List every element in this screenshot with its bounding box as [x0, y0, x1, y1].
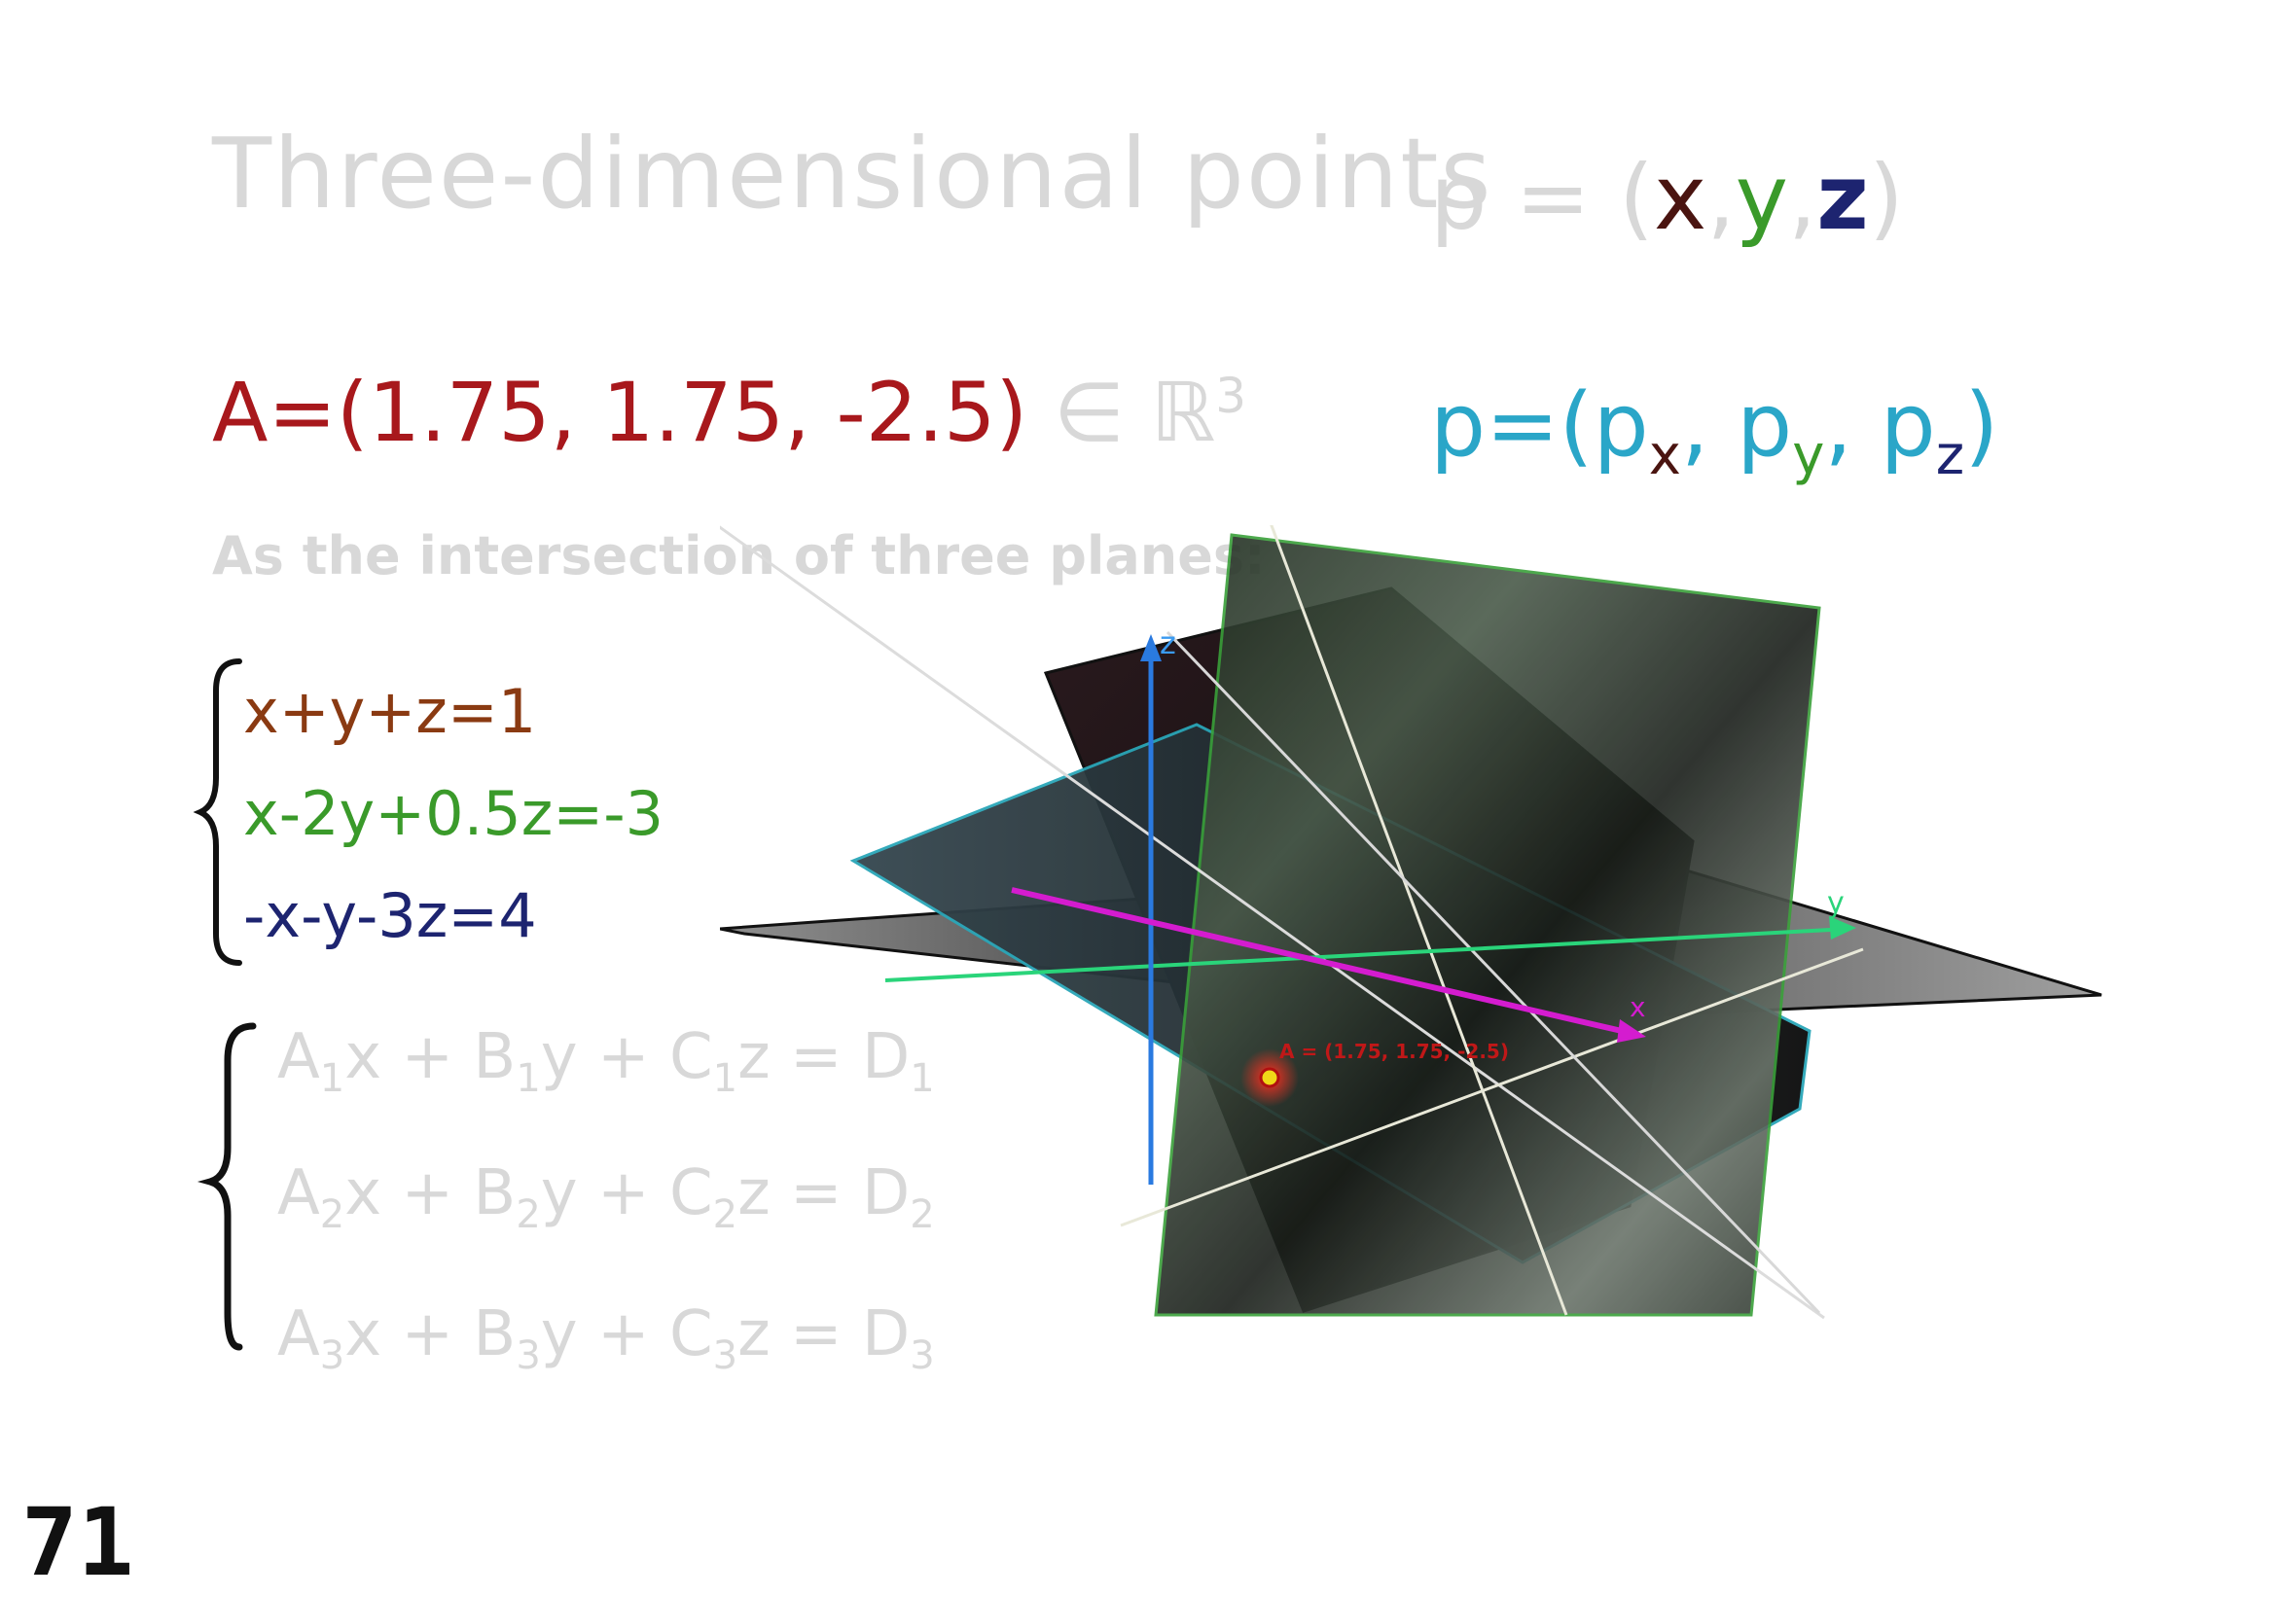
g2-c: y + C	[540, 1157, 713, 1229]
pform-sep2: ,	[1788, 146, 1817, 250]
y-axis-label: y	[1827, 886, 1845, 920]
g2-d-sub: 2	[910, 1191, 935, 1237]
pform-x: x	[1653, 146, 1707, 250]
point-general-form: p = (x,y,z)	[1430, 146, 1904, 250]
pdef-prefix: p=(p	[1430, 374, 1649, 477]
intersection-caption: As the intersection of three planes:	[212, 525, 1266, 586]
page-title: Three-dimensional points	[212, 117, 1493, 231]
pdef-sub-y: y	[1792, 424, 1825, 487]
g1-a: A	[277, 1021, 320, 1093]
intersection-line-1	[720, 525, 1825, 1320]
point-a-definition: A=(1.75, 1.75, -2.5) ∈ ℝ3	[212, 365, 1246, 460]
pdef-suffix: )	[1964, 374, 1999, 477]
point-a-marker	[1259, 1067, 1280, 1088]
pdef-sub-z: z	[1935, 424, 1965, 487]
g2-a-sub: 2	[319, 1191, 345, 1237]
g1-d: z = D	[737, 1021, 911, 1093]
pform-z: z	[1816, 146, 1869, 250]
general-equation-2: A2x + B2y + C2z = D2	[277, 1157, 935, 1237]
g1-a-sub: 1	[319, 1055, 345, 1101]
page-number: 71	[21, 1488, 134, 1597]
pdef-sub-x: x	[1648, 424, 1681, 487]
point-a-power: 3	[1215, 368, 1247, 424]
specific-system-brace	[193, 658, 242, 966]
g3-c: y + C	[540, 1298, 713, 1370]
point-a-label: A = (1.75, 1.75, -2.5)	[1279, 1040, 1509, 1063]
plane-green-vertical	[1154, 533, 1821, 1317]
x-axis-arrow	[1617, 1019, 1646, 1043]
g1-b-sub: 1	[516, 1055, 541, 1101]
g2-c-sub: 2	[712, 1191, 738, 1237]
z-axis-arrow	[1140, 634, 1162, 661]
g1-c: y + C	[540, 1021, 713, 1093]
x-axis-label: x	[1630, 991, 1646, 1023]
g2-b-sub: 2	[516, 1191, 541, 1237]
g1-c-sub: 1	[712, 1055, 738, 1101]
g2-d: z = D	[737, 1157, 911, 1229]
point-components-form: p=(px, py, pz)	[1430, 374, 1998, 487]
y-axis-arrow	[1829, 916, 1856, 940]
g2-a: A	[277, 1157, 320, 1229]
intersection-line-3	[1120, 947, 1864, 1227]
intersection-line-4	[1166, 630, 1821, 1315]
g3-a: A	[277, 1298, 320, 1370]
intersection-line-2	[1270, 525, 1568, 1316]
x-axis	[1011, 887, 1635, 1037]
g3-d-sub: 3	[910, 1332, 935, 1378]
pform-sep1: ,	[1706, 146, 1736, 250]
pform-prefix: p = (	[1430, 146, 1654, 250]
equation-1: x+y+z=1	[243, 676, 537, 747]
g3-d: z = D	[737, 1298, 911, 1370]
pform-suffix: )	[1868, 146, 1904, 250]
three-planes-diagram: y z x A = (1.75, 1.75, -2.5)	[720, 525, 2102, 1320]
point-a-text: A=(1.75, 1.75, -2.5)	[212, 365, 1028, 460]
pform-y: y	[1735, 146, 1789, 250]
general-system-brace	[197, 1022, 257, 1351]
g3-b: x + B	[344, 1298, 517, 1370]
g3-b-sub: 3	[516, 1332, 541, 1378]
point-a-member: ∈ ℝ	[1027, 365, 1216, 460]
equation-2: x-2y+0.5z=-3	[243, 778, 664, 849]
g3-c-sub: 3	[712, 1332, 738, 1378]
equation-3: -x-y-3z=4	[243, 880, 537, 951]
g1-b: x + B	[344, 1021, 517, 1093]
pdef-sep1: , p	[1680, 374, 1793, 477]
general-equation-1: A1x + B1y + C1z = D1	[277, 1021, 935, 1101]
y-axis	[884, 927, 1849, 982]
g2-b: x + B	[344, 1157, 517, 1229]
g1-d-sub: 1	[910, 1055, 935, 1101]
general-equation-3: A3x + B3y + C3z = D3	[277, 1298, 935, 1378]
z-axis-label: z	[1160, 624, 1176, 661]
pdef-sep2: , p	[1824, 374, 1936, 477]
g3-a-sub: 3	[319, 1332, 345, 1378]
